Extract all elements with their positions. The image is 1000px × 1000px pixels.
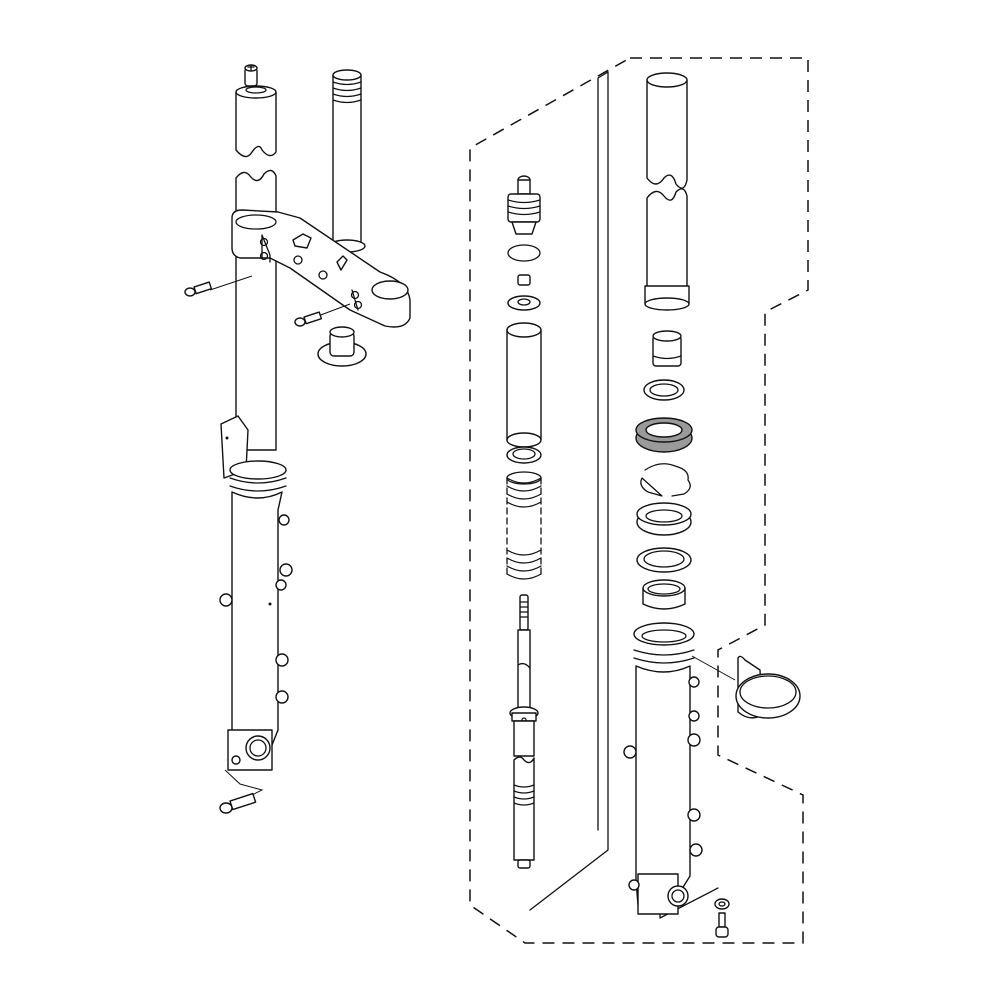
top-cap-bolt-icon [244, 64, 258, 87]
washer-icon [507, 295, 541, 311]
outer-tube-left-icon [219, 460, 293, 771]
inner-tube-icon [644, 72, 690, 311]
guide-bushing-icon [642, 579, 686, 610]
gasket-icon [714, 898, 730, 910]
stem-nut-icon [317, 326, 367, 367]
damper-rod-icon [509, 594, 539, 869]
rebound-spring-piece-icon [652, 330, 682, 367]
cap-bolt-icon [507, 175, 541, 235]
fork-guard-right-icon [691, 655, 801, 719]
lower-triple-clamp-icon [231, 209, 411, 328]
bracket-bolt-1-icon [184, 275, 253, 297]
outer-tube-icon [623, 622, 703, 915]
lock-nut-icon [517, 274, 531, 286]
dust-seal-icon [635, 417, 693, 453]
o-ring-icon [507, 244, 541, 262]
column-b-bracket-line [529, 71, 609, 911]
oil-seal-icon [636, 502, 692, 536]
oil-lock-piece-icon [643, 379, 685, 401]
seal-spacer-icon [636, 547, 692, 573]
steering-stem-icon [328, 69, 366, 253]
exploded-view-boundary [469, 57, 809, 944]
axle-pinch-bolt-icon [219, 769, 264, 814]
left-fork-assembly [184, 64, 411, 814]
bracket-bolt-2-icon [294, 303, 351, 327]
stopper-ring-icon [640, 463, 691, 497]
spacer-tube-icon [506, 322, 542, 448]
drain-bolt-icon [715, 912, 729, 938]
spring-seat-icon [506, 446, 542, 464]
fork-spring-icon [506, 471, 542, 580]
column-a-parts [506, 175, 542, 869]
inner-tube-upper-icon [235, 85, 277, 158]
column-b-parts [623, 72, 730, 938]
